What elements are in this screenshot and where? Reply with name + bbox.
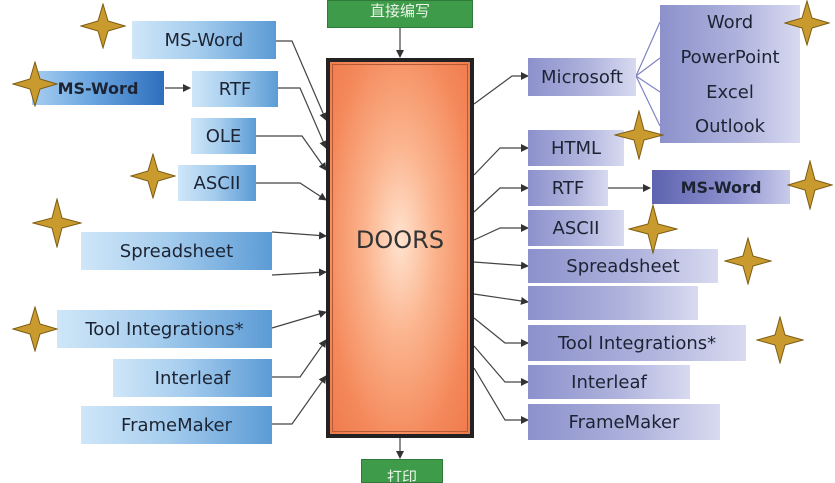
- left-framemaker-box: FrameMaker: [81, 406, 272, 444]
- connector-framemaker-right: [474, 368, 528, 420]
- star-icon: [80, 3, 126, 49]
- connector-ascii-right: [474, 228, 528, 240]
- connector-ascii-left: [256, 183, 326, 200]
- connector-spreadsheet-left: [272, 232, 326, 236]
- connector-blank-right: [474, 294, 528, 302]
- connector-tool-left: [272, 312, 326, 328]
- star-icon: [12, 306, 58, 352]
- right-ms-word-label: MS-Word: [681, 178, 762, 197]
- right-outlook-label: Outlook: [695, 116, 765, 137]
- doors-center-box: DOORS: [326, 58, 474, 438]
- star-icon: [628, 204, 678, 254]
- star-icon: [12, 61, 58, 107]
- left-spreadsheet-box: Spreadsheet: [81, 232, 272, 270]
- right-tool-integrations-label: Tool Integrations*: [558, 333, 716, 354]
- right-rtf-box: RTF: [528, 170, 608, 206]
- right-ascii-box: ASCII: [528, 210, 624, 246]
- right-html-label: HTML: [551, 138, 601, 159]
- left-ole-box: OLE: [191, 118, 256, 154]
- right-interleaf-box: Interleaf: [528, 365, 690, 399]
- left-ascii-box: ASCII: [178, 165, 256, 201]
- connector-rtf-right: [474, 188, 528, 212]
- bottom-output-label: 打印: [387, 466, 417, 483]
- right-word-label: Word: [707, 12, 753, 33]
- left-rtf-box: RTF: [192, 71, 278, 107]
- connector-ole: [256, 136, 326, 170]
- doors-label: DOORS: [356, 226, 444, 254]
- right-powerpoint-box: PowerPoint: [660, 40, 800, 75]
- right-outlook-box: Outlook: [660, 110, 800, 143]
- left-tool-integrations-label: Tool Integrations*: [85, 319, 243, 340]
- connector-blank-left: [272, 272, 326, 275]
- connector-microsoft: [474, 76, 528, 104]
- right-interleaf-label: Interleaf: [571, 372, 647, 393]
- connector-tool-right: [474, 318, 528, 343]
- connector-rtf-left: [278, 88, 326, 148]
- connector-interleaf-right: [474, 346, 528, 382]
- connector-ms-word: [276, 41, 326, 120]
- right-rtf-label: RTF: [552, 178, 585, 199]
- top-input-label: 直接编写: [370, 0, 430, 21]
- right-spreadsheet-box: Spreadsheet: [528, 249, 718, 283]
- left-framemaker-label: FrameMaker: [121, 415, 232, 436]
- star-icon: [130, 153, 176, 199]
- star-icon: [784, 0, 830, 46]
- star-icon: [787, 160, 833, 210]
- left-rtf-label: RTF: [219, 79, 252, 100]
- left-interleaf-box: Interleaf: [113, 359, 272, 397]
- connector-spreadsheet-right: [474, 262, 528, 266]
- star-icon: [32, 198, 82, 248]
- left-ms-word-box: MS-Word: [132, 21, 276, 59]
- left-interleaf-label: Interleaf: [155, 368, 231, 389]
- star-icon: [724, 237, 772, 285]
- right-microsoft-box: Microsoft: [528, 58, 636, 96]
- right-excel-box: Excel: [660, 75, 800, 110]
- right-ascii-label: ASCII: [553, 218, 600, 239]
- right-tool-integrations-box: Tool Integrations*: [528, 325, 746, 361]
- top-input-box: 直接编写: [327, 0, 473, 28]
- star-icon: [756, 316, 804, 364]
- right-powerpoint-label: PowerPoint: [680, 47, 779, 68]
- left-tool-integrations-box: Tool Integrations*: [57, 310, 272, 348]
- connector-html: [474, 148, 528, 175]
- connector-framemaker-left: [272, 376, 326, 424]
- left-ole-label: OLE: [206, 126, 242, 147]
- right-framemaker-box: FrameMaker: [528, 404, 720, 440]
- right-excel-label: Excel: [706, 82, 754, 103]
- star-icon: [614, 110, 664, 160]
- right-ms-word-box: MS-Word: [652, 170, 790, 204]
- right-spreadsheet-label: Spreadsheet: [566, 256, 679, 277]
- right-html-box: HTML: [528, 130, 624, 166]
- right-microsoft-label: Microsoft: [541, 67, 623, 88]
- left-ms-word-label: MS-Word: [165, 30, 244, 51]
- left-ascii-label: ASCII: [194, 173, 241, 194]
- left-spreadsheet-label: Spreadsheet: [120, 241, 233, 262]
- right-word-box: Word: [660, 5, 800, 40]
- bottom-output-box: 打印: [361, 459, 443, 483]
- right-blank-box: [528, 286, 698, 320]
- right-framemaker-label: FrameMaker: [569, 412, 680, 433]
- left-ms-word-source-label: MS-Word: [58, 79, 139, 98]
